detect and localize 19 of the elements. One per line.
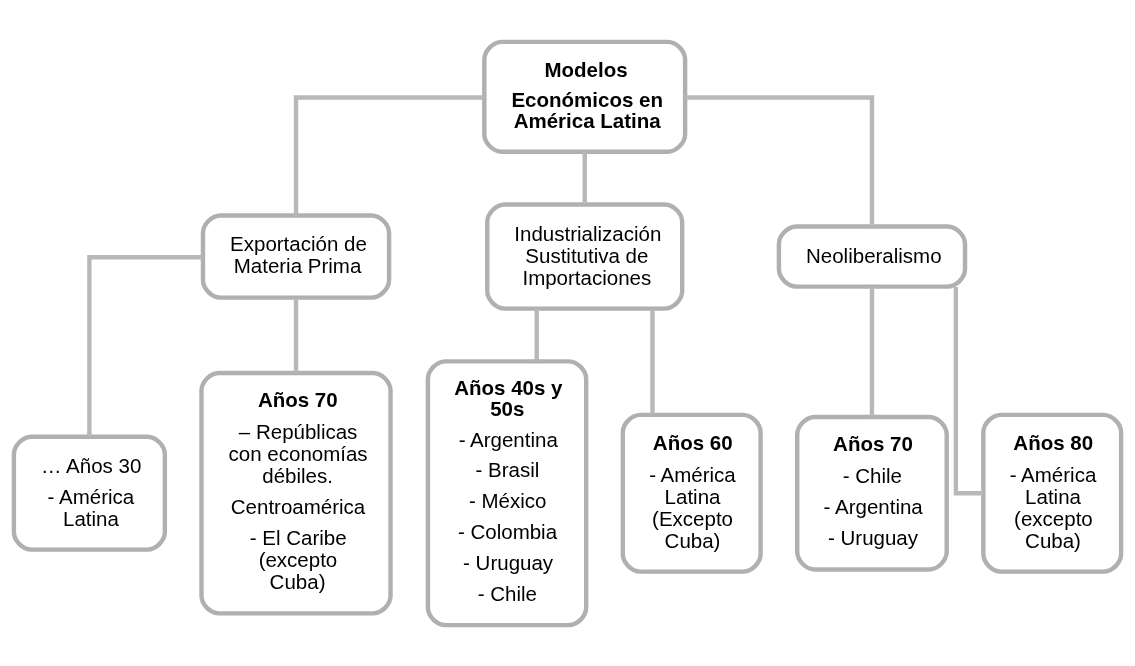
- connector: [293, 94, 485, 215]
- connector: [534, 308, 539, 361]
- connector: [293, 297, 299, 373]
- node-box: Años 40s y 50s - Argentina - Brasil - México - Colombia - Uruguay - Chile: [425, 358, 589, 627]
- node-box: Modelos Económicos en América Latina: [482, 39, 688, 154]
- connector: [685, 94, 875, 226]
- connector: [87, 254, 203, 437]
- node-box: Años 70 – Repúblicas con economías débiles. Centroamérica - El Caribe (excepto Cuba): [199, 370, 393, 616]
- connector: [582, 151, 587, 204]
- node-box: … Años 30 - América Latina: [11, 434, 168, 552]
- connector: [953, 286, 984, 495]
- node-box: Años 60 - América Latina (Excepto Cuba): [620, 412, 763, 574]
- node-box: Neoliberalismo: [776, 223, 968, 289]
- node-box: Años 80 - América Latina (excepto Cuba): [981, 412, 1124, 574]
- node-box: Exportación de Materia Prima: [200, 212, 392, 300]
- connector: [869, 286, 875, 417]
- node-box: Industrialización Sustitutiva de Importaciones: [485, 201, 685, 311]
- connector: [650, 308, 655, 415]
- node-box: Años 70 - Chile - Argentina - Uruguay: [795, 414, 949, 572]
